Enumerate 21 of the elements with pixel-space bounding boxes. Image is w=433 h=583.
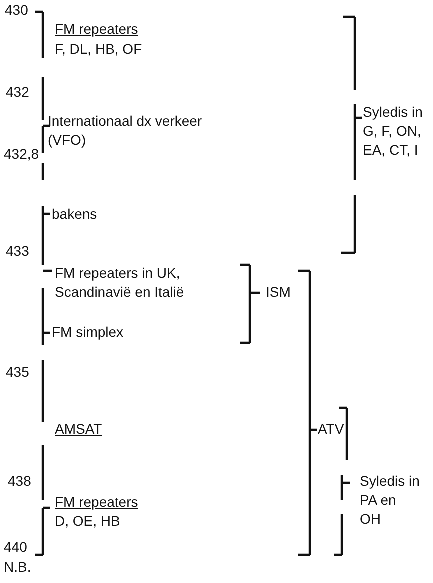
band-label: AMSAT [55, 420, 104, 439]
band-label: ISM [266, 283, 292, 302]
band-label: FM simplex [52, 323, 125, 342]
note-text: N.B. [4, 558, 32, 577]
band-label: FM repeaters in UK, Scandinavië en Italië [55, 264, 186, 302]
country-list: D, OE, HB [55, 512, 205, 531]
band-label: Internationaal dx verkeer (VFO) [48, 112, 204, 150]
frequency-label: 432 [6, 83, 30, 102]
frequency-label: 433 [6, 242, 30, 261]
band-label: FM repeaters [55, 20, 140, 39]
frequency-label: 430 [5, 1, 30, 20]
country-list: F, DL, HB, OF [55, 40, 205, 59]
frequency-label: 438 [8, 472, 32, 491]
frequency-label: 432,8 [4, 145, 40, 164]
band-label: Syledis in G, F, ON, EA, CT, I [363, 103, 424, 160]
frequency-label: 435 [6, 363, 30, 382]
band-label: ATV [318, 420, 346, 439]
band-label: FM repeaters [55, 493, 140, 512]
frequency-label: 440 [4, 538, 28, 557]
band-label: bakens [52, 205, 98, 224]
band-label: Syledis in PA en OH [360, 472, 420, 529]
